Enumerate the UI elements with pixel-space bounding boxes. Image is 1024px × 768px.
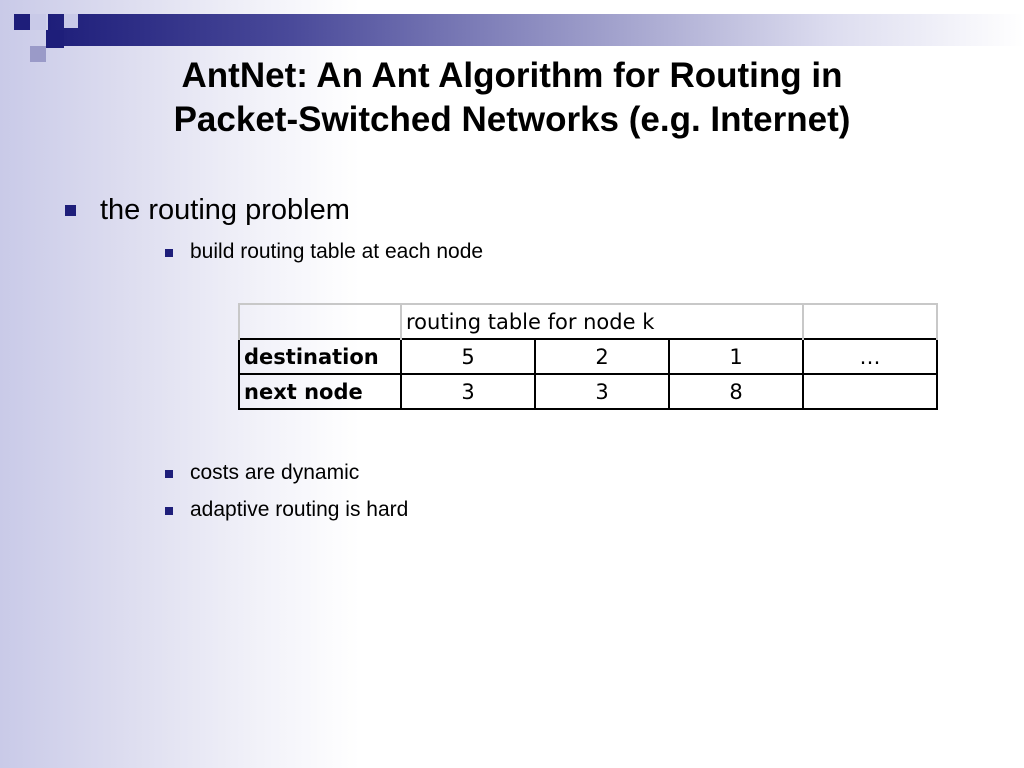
table-cell: 1	[668, 338, 804, 375]
table-cell: 8	[668, 373, 804, 410]
slide-title-line-1: AntNet: An Ant Algorithm for Routing in	[181, 56, 843, 95]
bullet-text: the routing problem	[100, 194, 350, 226]
table-row-next-node: next node 3 3 8	[238, 373, 938, 410]
table-cell: …	[802, 338, 938, 375]
table-row-destination: destination 5 2 1 …	[238, 338, 938, 375]
square-bullet-icon	[165, 249, 173, 257]
bullet-text: costs are dynamic	[190, 461, 360, 484]
square-bullet-icon	[65, 205, 76, 216]
table-cell: 3	[400, 373, 536, 410]
table-header-cell: routing table for node k	[400, 303, 804, 339]
bullet-text: build routing table at each node	[190, 240, 484, 263]
slide-title: AntNet: An Ant Algorithm for Routing in …	[60, 54, 964, 142]
decoration-square	[14, 14, 30, 30]
table-header-row: routing table for node k	[238, 303, 938, 339]
table-cell: 5	[400, 338, 536, 375]
bullet-text: adaptive routing is hard	[190, 498, 409, 521]
table-cell	[802, 373, 938, 410]
table-cell: 3	[534, 373, 670, 410]
decoration-square	[30, 14, 46, 30]
table-header-empty-cell	[802, 303, 938, 339]
decoration-square	[46, 30, 64, 48]
routing-table: routing table for node k destination 5 2…	[238, 303, 938, 410]
row-label: destination	[238, 338, 402, 375]
table-cell: 2	[534, 338, 670, 375]
decoration-square	[64, 14, 78, 28]
decoration-square	[30, 46, 46, 62]
row-label: next node	[238, 373, 402, 410]
slide-title-line-2: Packet-Switched Networks (e.g. Internet)	[173, 100, 851, 139]
square-bullet-icon	[165, 507, 173, 515]
table-header-empty-cell	[238, 303, 402, 339]
title-decoration-bar	[48, 14, 1024, 46]
square-bullet-icon	[165, 470, 173, 478]
